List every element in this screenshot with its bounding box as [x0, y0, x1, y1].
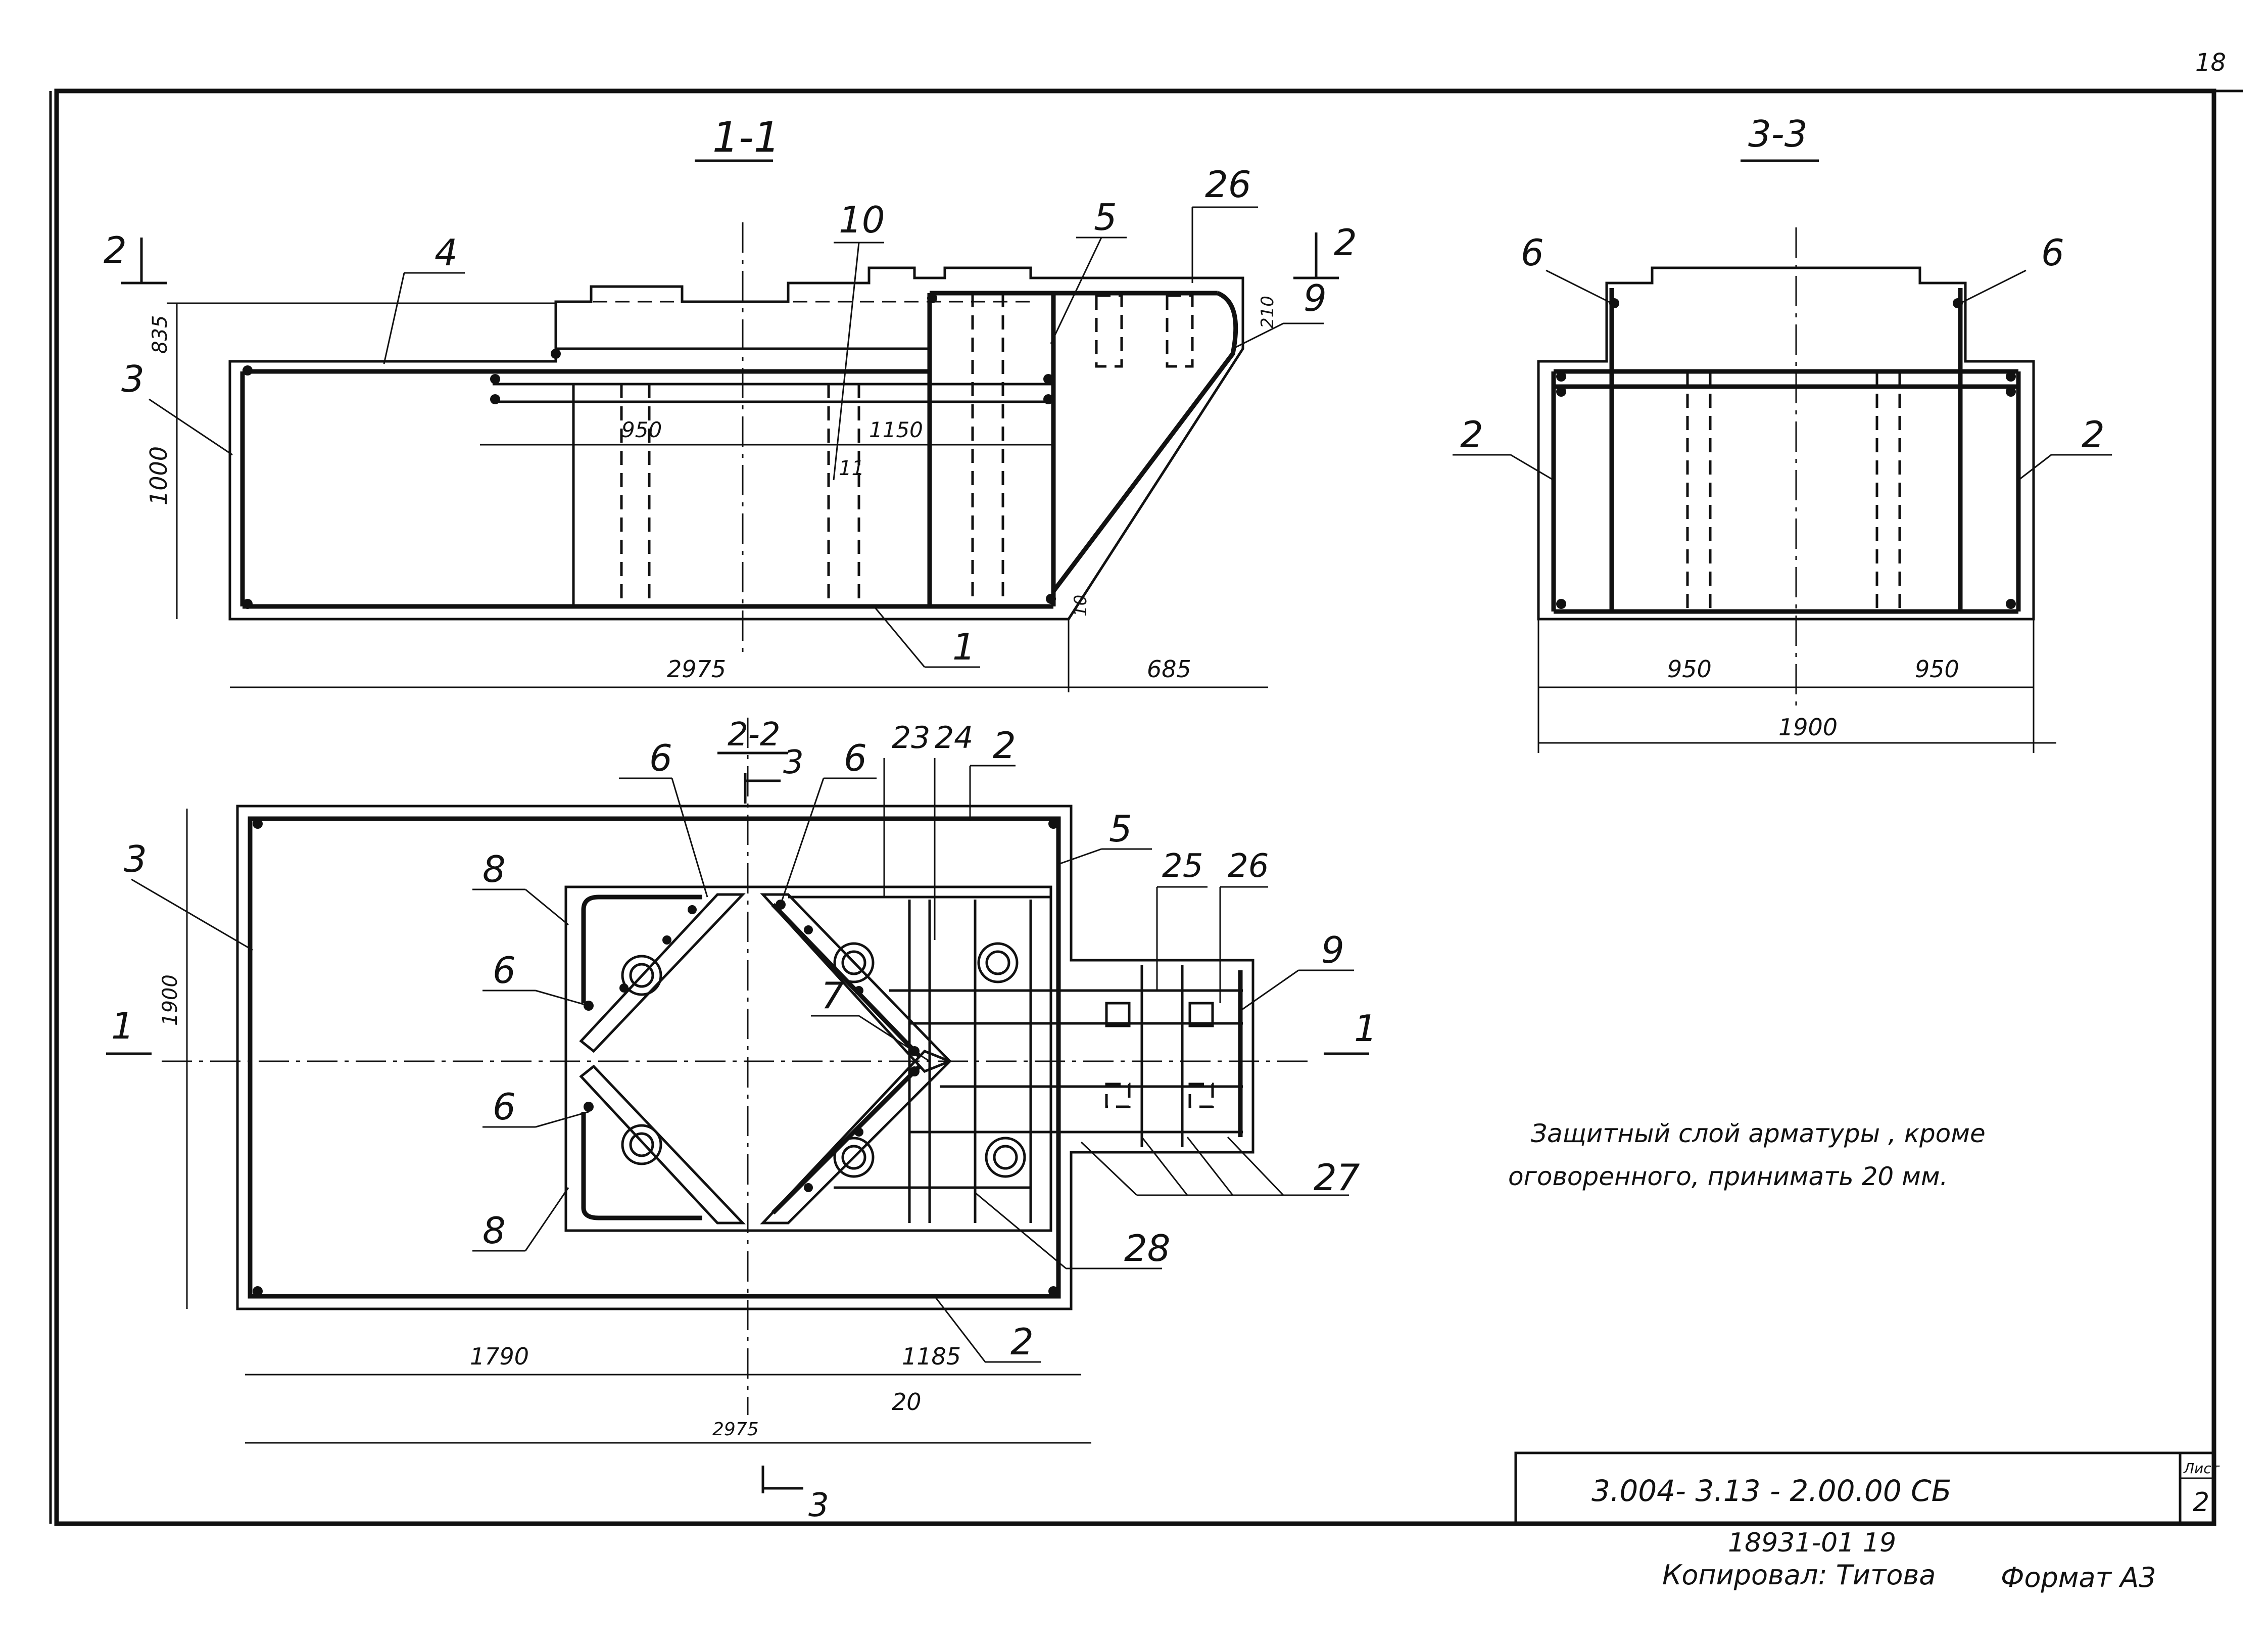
title-block: 3.004- 3.13 - 2.00.00 СБ Лист 2: [1514, 1451, 2220, 1525]
section-1-1: 1-1: [104, 114, 1357, 692]
drawing-frame: [54, 88, 2216, 1526]
note-line-2: оговоренного, принимать 20 мм.: [1508, 1162, 1948, 1191]
title-block-sheet-label: Лист: [2183, 1460, 2220, 1477]
dim-1-1-span-b: 1150: [869, 417, 923, 442]
dim-1-1-height: 1000: [145, 446, 172, 505]
dim-1-1-top: 835: [149, 315, 172, 354]
dim-3-3-right: 950: [1915, 655, 1959, 683]
label-2-2-p24: 24: [935, 720, 973, 756]
dim-1-1-small: 10: [1071, 595, 1091, 617]
plan-2-2-title: 2-2: [728, 716, 781, 754]
section-1-1-outline: [228, 266, 1244, 621]
cut-mark-3-top: 3: [783, 744, 804, 781]
label-2-2-p8b: 8: [482, 1209, 506, 1252]
cut-mark-2-left: 2: [104, 229, 127, 271]
plan-2-2: 2-2: [106, 716, 1377, 1524]
dim-3-3-left: 950: [1667, 655, 1712, 683]
label-2-2-p5: 5: [1109, 808, 1132, 850]
label-3-3-p6b: 6: [2041, 231, 2064, 274]
copied-by: Копировал: Титова: [1662, 1559, 1936, 1591]
label-2-2-p8a: 8: [482, 848, 506, 890]
dim-1-1-overall: 2975: [667, 655, 726, 683]
title-block-sheet-number: 2: [2193, 1487, 2209, 1518]
cut-mark-1-right: 1: [1354, 1007, 1377, 1050]
section-3-3: 3-3 950 950 1900 6 6 2 2: [1453, 113, 2112, 753]
label-1-1-p1: 1: [952, 626, 976, 668]
label-2-2-p25: 25: [1162, 848, 1203, 885]
dim-1-1-slope: 210: [1258, 296, 1278, 328]
label-2-2-p6a: 6: [649, 737, 672, 779]
note-line-1: Защитный слой арматуры , кроме: [1531, 1119, 1986, 1148]
dim-2-2-right: 1185: [902, 1343, 961, 1370]
label-2-2-p3: 3: [124, 838, 147, 880]
dim-1-1-right: 685: [1147, 655, 1191, 683]
label-1-1-p5: 5: [1094, 196, 1117, 239]
label-2-2-p6d: 6: [493, 1086, 516, 1128]
label-2-2-p6c: 6: [493, 949, 516, 992]
label-1-1-p3: 3: [121, 358, 144, 400]
label-2-2-p26: 26: [1228, 848, 1269, 885]
dim-1-1-span-a: 950: [621, 417, 662, 442]
plan-2-2-outline: [236, 805, 1254, 1310]
title-block-code: 3.004- 3.13 - 2.00.00 СБ: [1591, 1474, 1951, 1508]
label-3-3-p2b: 2: [2082, 413, 2105, 456]
inventory-number: 18931-01 19: [1728, 1528, 1896, 1558]
corner-sheet-number: 18: [2195, 49, 2226, 77]
label-1-1-p10: 10: [839, 199, 885, 241]
label-1-1-p26: 26: [1205, 163, 1251, 206]
label-2-2-p28: 28: [1124, 1227, 1171, 1269]
label-3-3-p2a: 2: [1460, 413, 1483, 456]
label-2-2-p2top: 2: [993, 724, 1016, 767]
section-3-3-title: 3-3: [1748, 113, 1808, 155]
cut-mark-3-bottom: 3: [808, 1487, 829, 1524]
cut-mark-2-right: 2: [1334, 221, 1357, 264]
dim-2-2-small: 20: [892, 1388, 922, 1416]
dim-2-2-left: 1790: [470, 1343, 529, 1370]
dim-2-2-overall: 2975: [712, 1419, 759, 1440]
label-2-2-p27: 27: [1314, 1156, 1360, 1199]
label-2-2-p23: 23: [892, 720, 930, 756]
label-1-1-p4: 4: [435, 231, 458, 274]
label-2-2-p6b: 6: [844, 737, 867, 779]
dim-3-3-overall: 1900: [1778, 714, 1838, 741]
section-1-1-title: 1-1: [712, 114, 780, 162]
label-1-1-p9: 9: [1304, 277, 1327, 319]
label-2-2-p9: 9: [1321, 929, 1344, 971]
label-3-3-p6a: 6: [1521, 231, 1544, 274]
label-2-2-p7: 7: [821, 974, 844, 1017]
format-label: Формат А3: [2001, 1562, 2156, 1593]
label-1-1-p11: 11: [839, 457, 864, 480]
dim-2-2-height: 1900: [159, 974, 182, 1026]
label-2-2-p2bot: 2: [1010, 1321, 1034, 1363]
cut-mark-1-left: 1: [111, 1005, 134, 1047]
